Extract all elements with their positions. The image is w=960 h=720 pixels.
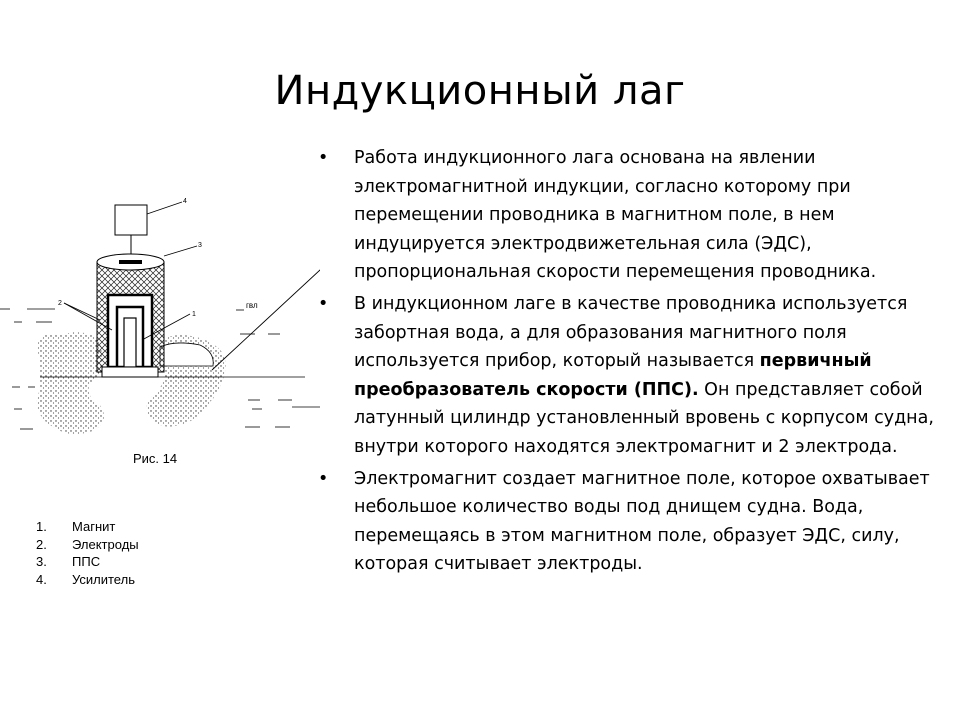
callout-2: 2 bbox=[58, 300, 62, 307]
legend-number: 3. bbox=[36, 554, 47, 569]
bullet-list: • Работа индукционного лага основана на я… bbox=[318, 144, 950, 582]
legend-number: 2. bbox=[36, 536, 47, 552]
legend-label: ППС bbox=[72, 554, 101, 569]
slide-title: Индукционный лаг bbox=[274, 68, 686, 114]
bullet-dot: • bbox=[318, 148, 329, 168]
water-lines bbox=[0, 308, 320, 430]
figure-caption: Рис. 14 bbox=[133, 451, 178, 466]
bullet-text: Он представляет собой латунный цилиндр у… bbox=[354, 379, 934, 457]
callout-3: 3 bbox=[198, 242, 202, 249]
bullet-dot: • bbox=[318, 468, 329, 489]
hull-base bbox=[101, 366, 159, 378]
legend-number: 1. bbox=[36, 519, 47, 534]
bullet-item: • В индукционном лаге в качестве проводни… bbox=[318, 290, 950, 462]
pointer-line bbox=[211, 269, 320, 371]
legend-item: 4. Усилитель bbox=[36, 572, 139, 590]
legend-label: Магнит bbox=[72, 519, 116, 534]
induction-log-diagram: 4 3 2 1 гвл bbox=[0, 198, 320, 434]
bullet-item: • Работа индукционного лага основана на я… bbox=[318, 144, 950, 287]
legend-item: 2. Электроды bbox=[36, 537, 139, 555]
water-region-left bbox=[36, 332, 104, 434]
bullet-dot: • bbox=[318, 293, 329, 314]
bullet-text: Электромагнит создает магнитное поле, ко… bbox=[354, 468, 930, 575]
callout-1: 1 bbox=[192, 311, 196, 318]
bullet-bold-text: первичный преобразователь скорости (ППС)… bbox=[354, 351, 872, 400]
callout-4: 4 bbox=[183, 198, 187, 205]
legend-item: 1. Магнит bbox=[36, 519, 139, 537]
bullet-text: В индукционном лаге в качестве проводник… bbox=[354, 293, 908, 372]
bullet-item: • Электромагнит создает магнитное поле, к… bbox=[318, 465, 950, 579]
legend-number: 4. bbox=[36, 571, 47, 587]
callout-gvl: гвл bbox=[246, 301, 258, 310]
legend-item: 3. ППС bbox=[36, 554, 139, 572]
bullet-text: Работа индукционного лага основана на яв… bbox=[354, 148, 877, 283]
electrode-core bbox=[123, 317, 137, 368]
legend-label: Усилитель bbox=[72, 571, 135, 587]
amplifier-box bbox=[114, 204, 148, 236]
figure-legend: 1. Магнит 2. Электроды 3. ППС 4. Усилитель bbox=[36, 519, 139, 589]
legend-label: Электроды bbox=[72, 536, 139, 552]
